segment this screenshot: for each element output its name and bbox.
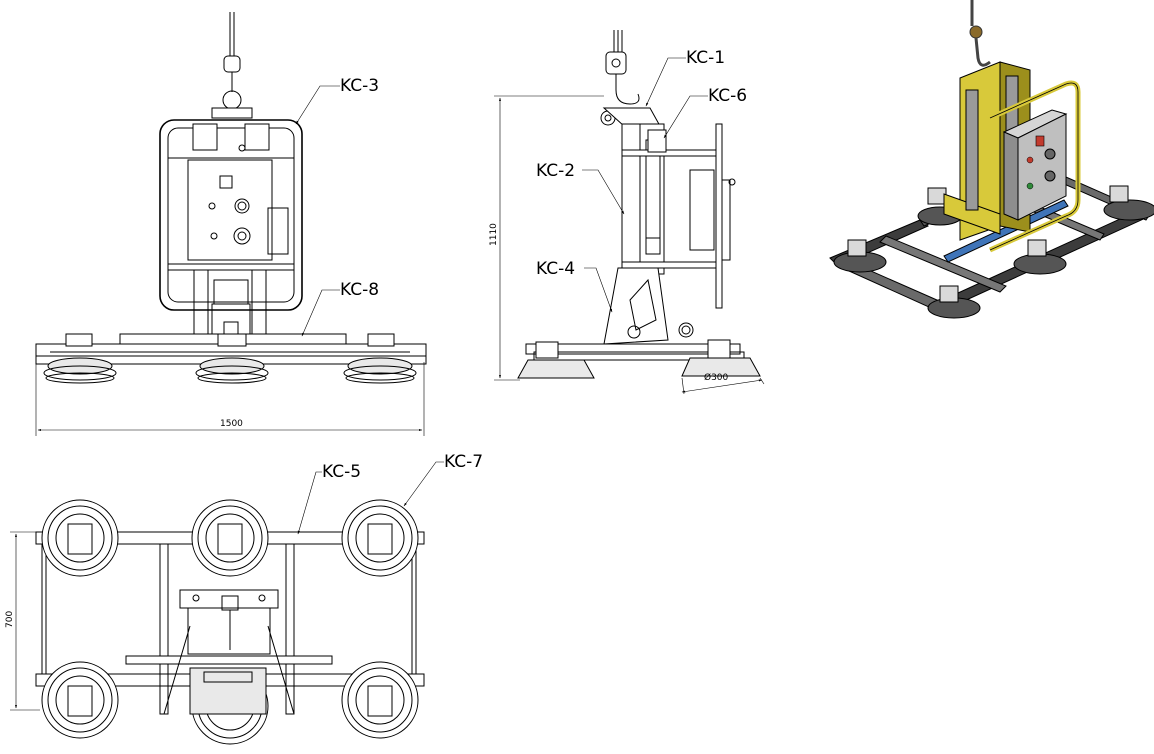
- side-control-box: [663, 155, 721, 263]
- iso-view: [829, 0, 1154, 319]
- label-kc7: KC-7: [444, 452, 483, 472]
- dim-cup-label: Ø300: [704, 372, 729, 383]
- label-kc5: KC-5: [322, 462, 361, 482]
- top-central-mechanism: [163, 589, 295, 715]
- dimension-width: 1500: [35, 362, 425, 436]
- side-base-beam: [525, 343, 741, 355]
- dim-width-label: 1500: [220, 419, 243, 429]
- front-suction-cups: [43, 333, 417, 384]
- side-view: 1110 Ø300 KC-1 KC-6 KC-2 KC-4: [489, 30, 765, 395]
- front-view: 1500 KC-3 KC-8: [35, 12, 427, 436]
- label-kc4: KC-4: [536, 259, 575, 279]
- dimension-cup-diameter: Ø300: [681, 372, 765, 395]
- side-gusset: [603, 267, 669, 345]
- label-kc2: KC-2: [536, 161, 575, 181]
- front-chain: [222, 12, 242, 110]
- label-kc6: KC-6: [708, 86, 747, 106]
- front-handle-frame: [159, 119, 303, 311]
- dim-height-label: 1110: [489, 223, 499, 246]
- side-hook: [600, 30, 640, 126]
- label-kc1: KC-1: [686, 48, 725, 68]
- iso-control-box: [1002, 109, 1068, 221]
- dimension-depth: 700: [5, 531, 40, 711]
- label-kc8: KC-8: [340, 280, 379, 300]
- top-view: 700 KC-5 KC-7: [5, 452, 483, 745]
- label-kc3: KC-3: [340, 76, 379, 96]
- dim-depth-label: 700: [5, 611, 15, 628]
- front-control-box: [187, 159, 273, 261]
- dimension-height: 1110: [489, 95, 604, 381]
- iso-suction-cups: [833, 185, 1154, 319]
- front-lifting-bracket: [211, 107, 253, 119]
